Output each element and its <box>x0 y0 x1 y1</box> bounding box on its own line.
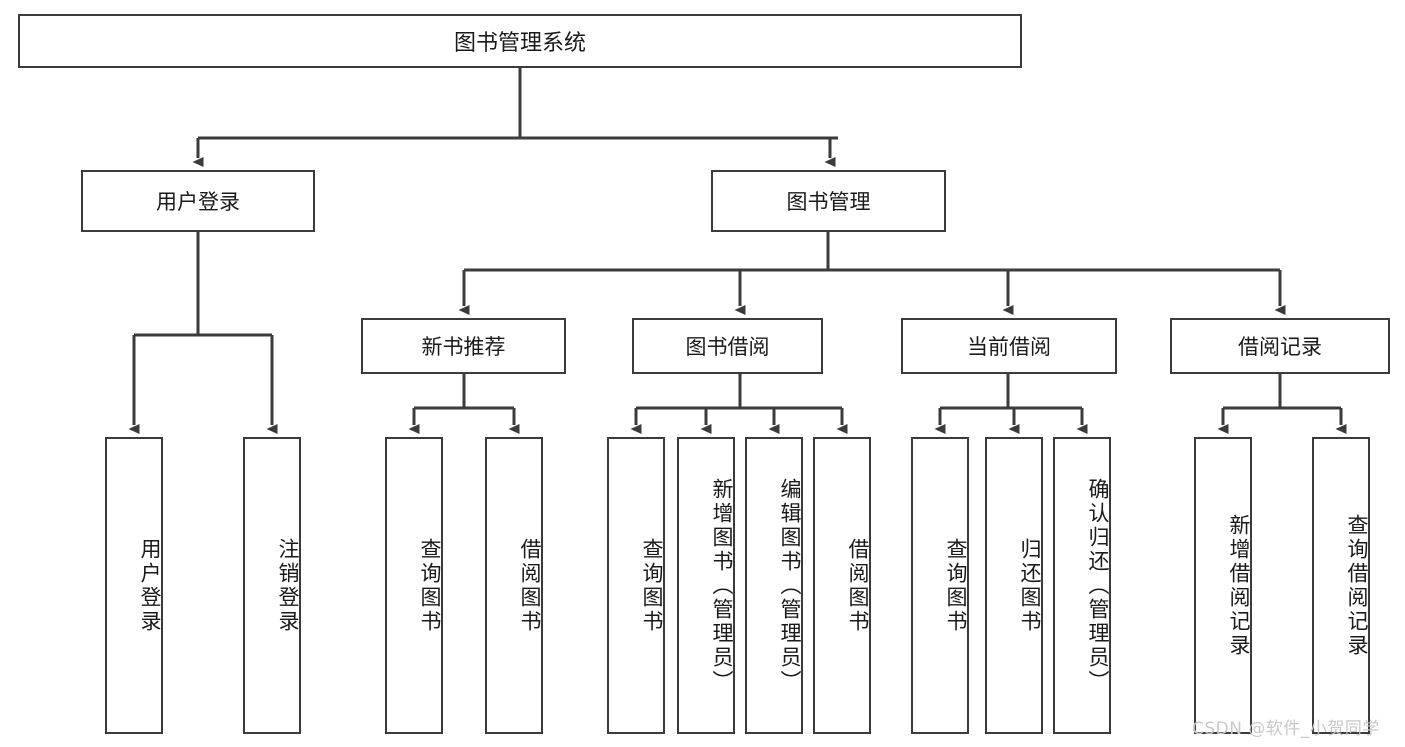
node-book-borrow[interactable]: 图书借阅 <box>632 318 823 374</box>
node-borrow-record-label: 借阅记录 <box>1238 335 1322 359</box>
node-root-label: 图书管理系统 <box>453 31 586 56</box>
leaf-label: 新增图书（管理员） <box>710 477 734 694</box>
leaf-label: 查询图书 <box>640 537 664 634</box>
node-root[interactable]: 图书管理系统 <box>18 14 1022 68</box>
leaf-label: 查询图书 <box>418 537 442 634</box>
leaf-label: 借阅图书 <box>846 537 870 634</box>
node-new-book-recommend[interactable]: 新书推荐 <box>361 318 566 374</box>
node-book-borrow-label: 图书借阅 <box>685 335 770 359</box>
node-book-management-label: 图书管理 <box>786 190 871 214</box>
leaf-label: 用户登录 <box>138 537 162 634</box>
leaf-label: 查询图书 <box>944 537 968 634</box>
node-current-borrow-label: 当前借阅 <box>967 335 1051 359</box>
leaf-node[interactable]: 查询图书 <box>385 437 443 734</box>
leaf-label: 新增借阅记录 <box>1227 513 1251 658</box>
leaf-label: 编辑图书（管理员） <box>778 477 802 694</box>
leaf-node[interactable]: 编辑图书（管理员） <box>745 437 803 734</box>
leaf-label: 确认归还（管理员） <box>1086 477 1110 694</box>
leaf-node[interactable]: 查询借阅记录 <box>1312 437 1370 734</box>
leaf-node[interactable]: 新增图书（管理员） <box>677 437 735 734</box>
node-user-login[interactable]: 用户登录 <box>81 170 315 232</box>
node-book-management[interactable]: 图书管理 <box>711 170 946 232</box>
leaf-node[interactable]: 确认归还（管理员） <box>1053 437 1111 734</box>
csdn-watermark: CSDN @软件_小贺同学 <box>1192 719 1380 739</box>
leaf-node[interactable]: 新增借阅记录 <box>1194 437 1252 734</box>
leaf-label: 归还图书 <box>1018 537 1042 634</box>
leaf-label: 查询借阅记录 <box>1345 513 1369 658</box>
leaf-node[interactable]: 用户登录 <box>105 437 163 734</box>
leaf-node[interactable]: 借阅图书 <box>485 437 543 734</box>
node-new-book-recommend-label: 新书推荐 <box>421 335 506 359</box>
leaf-label: 注销登录 <box>276 537 300 634</box>
leaf-node[interactable]: 查询图书 <box>911 437 969 734</box>
node-borrow-record[interactable]: 借阅记录 <box>1170 318 1390 374</box>
leaf-node[interactable]: 归还图书 <box>985 437 1043 734</box>
leaf-node[interactable]: 查询图书 <box>607 437 665 734</box>
leaf-label: 借阅图书 <box>518 537 542 634</box>
node-user-login-label: 用户登录 <box>156 190 240 214</box>
node-current-borrow[interactable]: 当前借阅 <box>901 318 1117 374</box>
leaf-node[interactable]: 借阅图书 <box>813 437 871 734</box>
leaf-node[interactable]: 注销登录 <box>243 437 301 734</box>
